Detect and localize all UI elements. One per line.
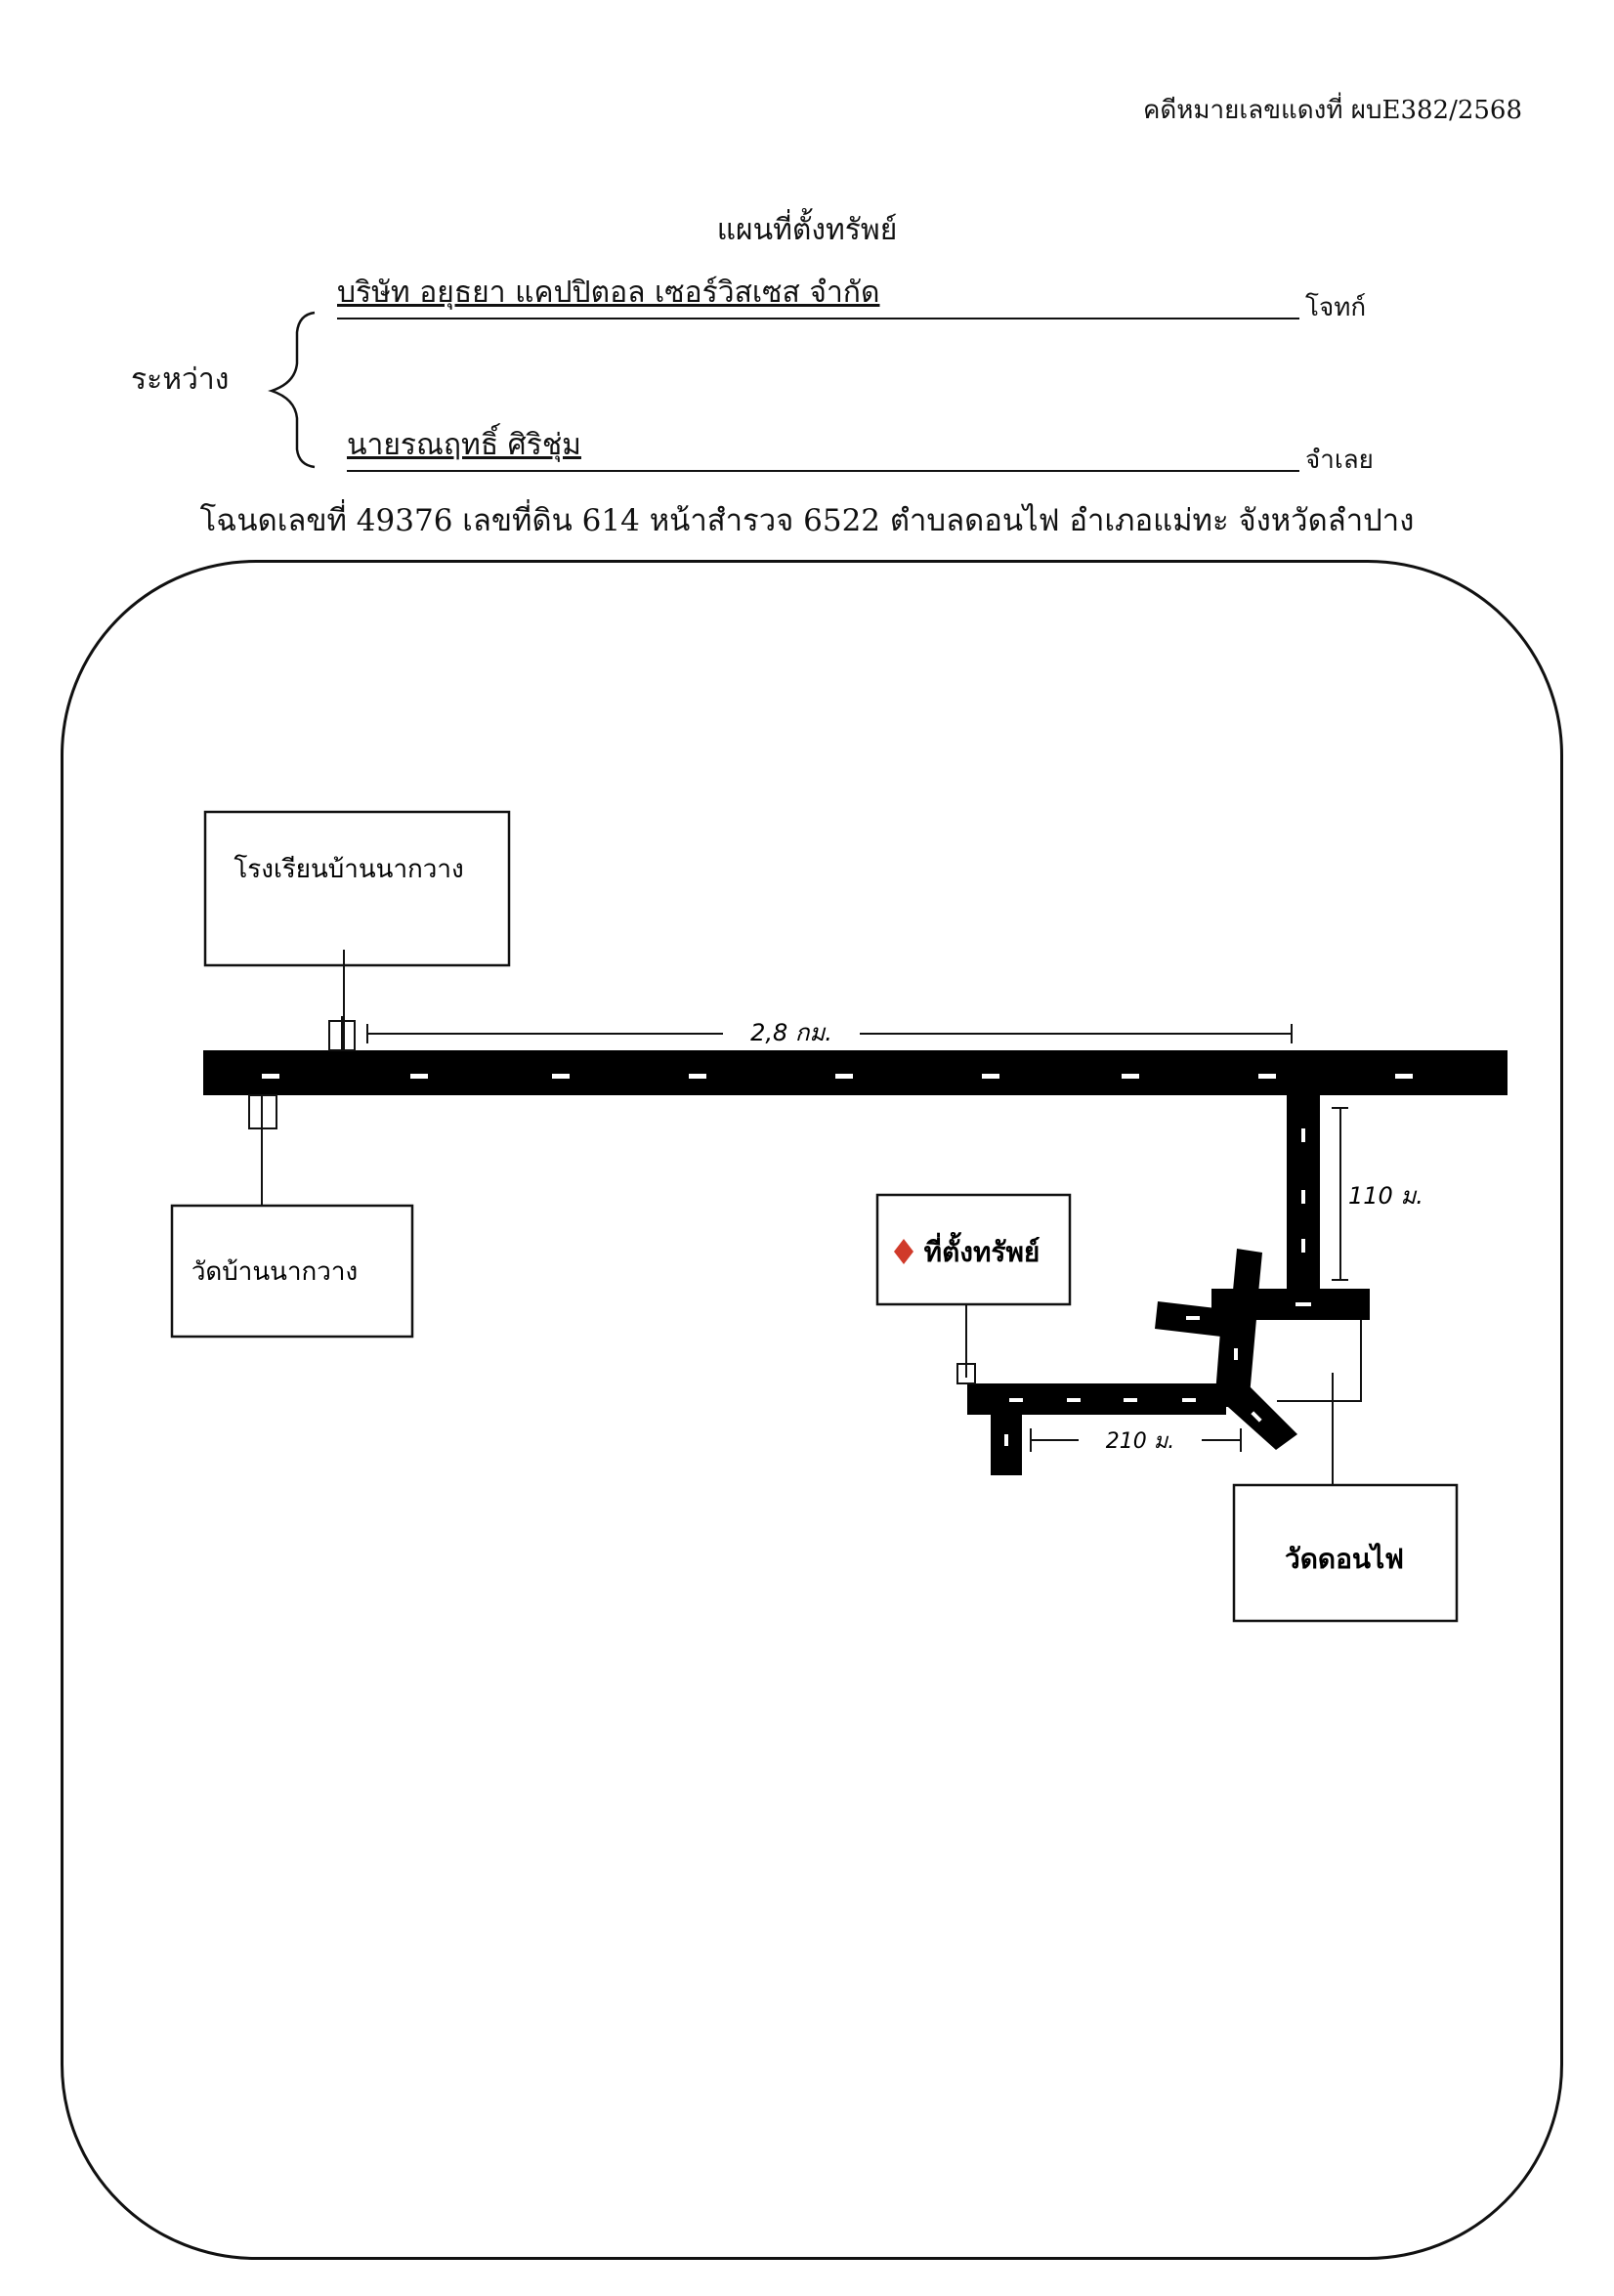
distance-main-label: 2,8 กม. <box>750 1019 832 1046</box>
property-landmark: ที่ตั้งทรัพย์ <box>875 1193 1072 1384</box>
main-road <box>203 1050 1508 1095</box>
temple-donfai-label: วัดดอนไฟ <box>1285 1543 1404 1575</box>
plaintiff-role: โจทก์ <box>1305 293 1367 322</box>
temple-donfai-landmark: วัดดอนไฟ <box>1232 1320 1459 1623</box>
between-label: ระหว่าง <box>131 362 230 397</box>
plaintiff-name: บริษัท อยุธยา แคปปิตอล เซอร์วิสเซส จำกัด <box>337 276 880 310</box>
temple-nakwang-landmark: วัดบ้านนากวาง <box>170 1094 414 1339</box>
school-label: โรงเรียนบ้านนากวาง <box>234 854 463 884</box>
map-frame <box>61 560 1563 2260</box>
distance-side-label: 110 ม. <box>1348 1182 1423 1210</box>
deed-info: โฉนดเลขที่ 49376 เลขที่ดิน 614 หน้าสำรวจ… <box>199 503 1415 538</box>
curly-brace <box>268 311 316 469</box>
distance-side: 110 ม. <box>1332 1107 1423 1281</box>
defendant-role: จำเลย <box>1305 446 1374 475</box>
side-road <box>1211 1095 1370 1320</box>
junction-roads <box>1155 1249 1297 1450</box>
distance-lower-label: 210 ม. <box>1106 1429 1174 1454</box>
distance-main: 2,8 กม. <box>366 1019 1293 1046</box>
defendant-line: นายรณฤทธิ์ ศิริชุ่ม <box>347 428 1299 472</box>
flag-icon <box>956 1363 976 1384</box>
school-landmark: โรงเรียนบ้านนากวาง <box>203 810 511 1051</box>
defendant-name: นายรณฤทธิ์ ศิริชุ่ม <box>347 428 581 462</box>
case-number: คดีหมายเลขแดงที่ ผบE382/2568 <box>1143 96 1522 125</box>
temple-nakwang-label: วัดบ้านนากวาง <box>191 1257 358 1287</box>
distance-lower: 210 ม. <box>1030 1428 1242 1454</box>
flag-icon <box>248 1094 277 1129</box>
lower-road <box>967 1383 1226 1475</box>
flag-icon <box>328 1016 356 1051</box>
property-label: ที่ตั้งทรัพย์ <box>924 1231 1041 1268</box>
document-title: แผนที่ตั้งทรัพย์ <box>716 213 898 247</box>
plaintiff-line: บริษัท อยุธยา แคปปิตอล เซอร์วิสเซส จำกัด <box>337 276 1299 319</box>
diamond-icon <box>894 1239 913 1264</box>
